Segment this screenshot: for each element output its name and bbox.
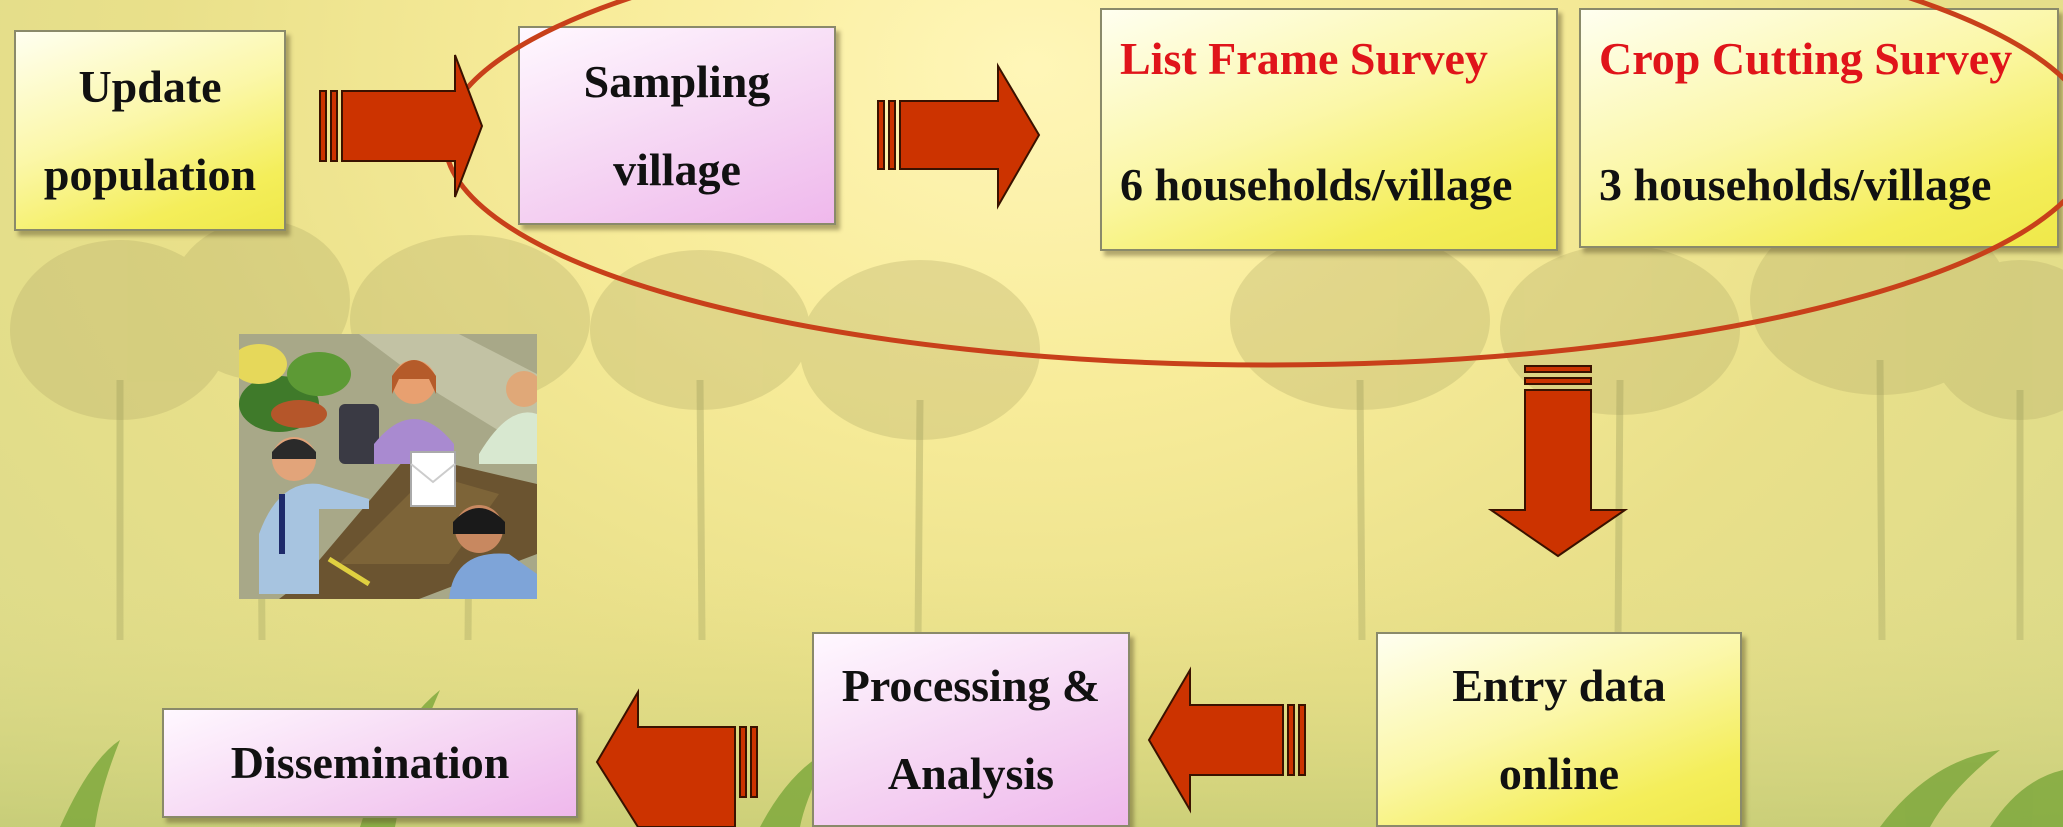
sampling-village-line2: village — [613, 143, 741, 195]
arrow-update-to-sampling — [319, 54, 484, 198]
survey-group-ellipse — [442, 0, 2063, 368]
update-population-box: Update population — [14, 30, 286, 231]
crop-cutting-survey-box: Crop Cutting Survey 3 households/village — [1579, 8, 2059, 248]
dissemination-box: Dissemination — [162, 708, 578, 818]
processing-analysis-line2: Analysis — [887, 747, 1055, 799]
person-man-left-icon — [259, 437, 369, 594]
person-man-right-icon — [479, 371, 537, 464]
update-population-line1: Update — [78, 60, 222, 112]
dissemination-label: Dissemination — [230, 737, 510, 788]
arrow-processing-to-dissemination — [595, 688, 758, 827]
update-population-line2: population — [43, 148, 257, 200]
arrow-entry-to-processing — [1147, 666, 1306, 814]
entry-data-online-box: Entry data online — [1376, 632, 1742, 827]
entry-data-online-line1: Entry data — [1452, 659, 1666, 711]
sampling-village-line1: Sampling — [583, 55, 771, 107]
meeting-clipart-icon — [239, 334, 537, 599]
paper-document-icon — [410, 451, 456, 507]
processing-analysis-box: Processing & Analysis — [812, 632, 1130, 827]
arrow-sampling-to-surveys — [877, 62, 1041, 210]
crop-cutting-survey-detail: 3 households/village — [1599, 159, 1992, 210]
crop-cutting-survey-title: Crop Cutting Survey — [1599, 33, 2013, 84]
list-frame-survey-detail: 6 households/village — [1120, 159, 1513, 210]
arrow-surveys-to-entry — [1487, 365, 1629, 558]
processing-analysis-line1: Processing & — [841, 659, 1101, 711]
plant-icon — [239, 344, 351, 432]
list-frame-survey-box: List Frame Survey 6 households/village — [1100, 8, 1558, 251]
entry-data-online-line2: online — [1498, 747, 1620, 799]
person-man-bottom-icon — [449, 505, 537, 599]
list-frame-survey-title: List Frame Survey — [1120, 33, 1488, 84]
sampling-village-box: Sampling village — [518, 26, 836, 225]
